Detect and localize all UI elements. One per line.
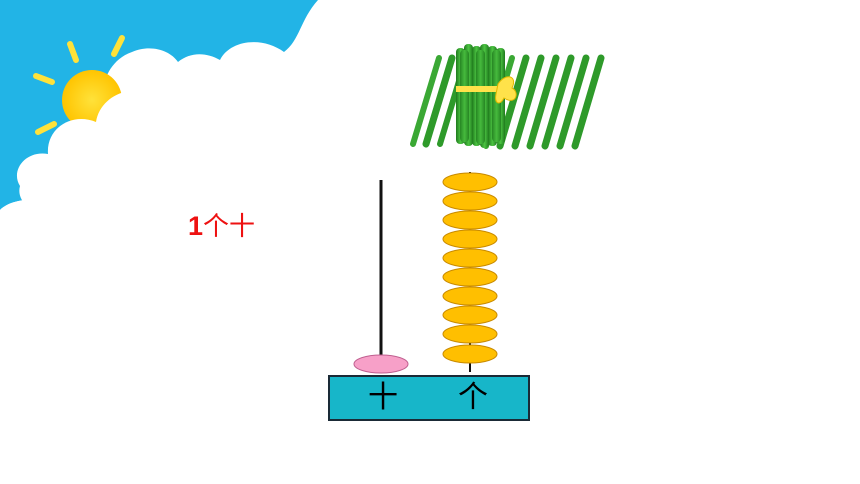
ones-bead	[442, 344, 498, 364]
abacus-base: 十 个	[328, 375, 530, 421]
ones-bead	[442, 210, 498, 230]
ones-bead	[442, 305, 498, 325]
loose-sticks	[410, 54, 605, 150]
ones-beads	[442, 172, 498, 364]
ones-bead	[442, 172, 498, 192]
caption-unit: 个十	[203, 212, 256, 242]
sky-corner	[0, 0, 318, 210]
ones-bead	[442, 286, 498, 306]
tens-beads	[353, 354, 409, 374]
ones-place-label: 个	[458, 380, 488, 415]
ones-bead	[442, 191, 498, 211]
ones-bead	[442, 229, 498, 249]
ones-bead	[442, 324, 498, 344]
cloud-icon	[0, 78, 328, 257]
stick-bundle	[456, 44, 517, 148]
place-value-caption: 1个十	[188, 206, 255, 243]
ones-bead	[442, 267, 498, 287]
caption-number: 1	[188, 211, 204, 241]
ones-bead	[442, 248, 498, 268]
tens-place-label: 十	[368, 380, 398, 415]
tens-bead	[353, 354, 409, 374]
